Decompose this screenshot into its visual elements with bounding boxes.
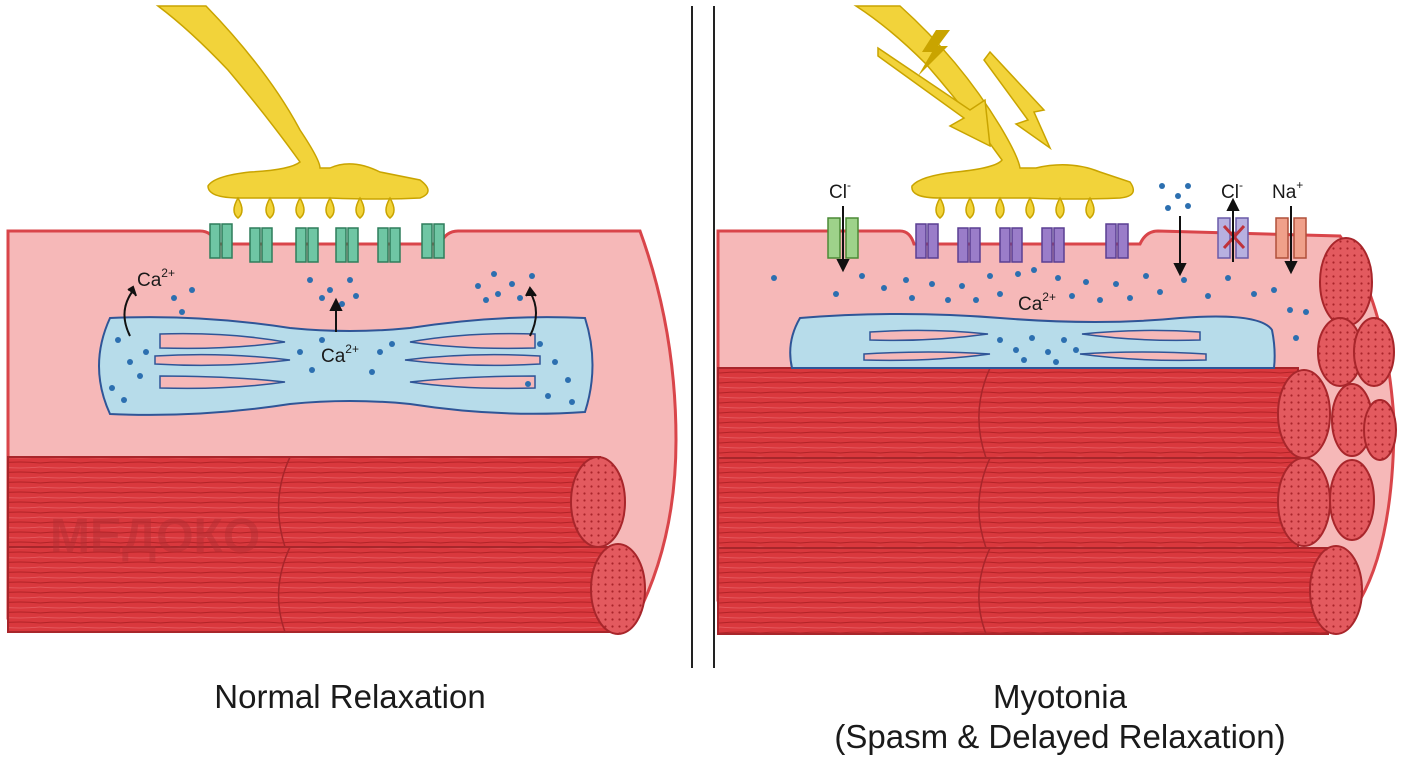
caption-myotonia: Myotonia (Spasm & Delayed Relaxation): [760, 677, 1360, 757]
right-sarcoplasmic-reticulum: [789, 313, 1276, 369]
calcium-label: Ca2+: [321, 342, 359, 367]
right-nerve-terminal: [853, 5, 1135, 219]
left-nerve-terminal: [155, 5, 429, 219]
left-calcium-ions: [171, 271, 535, 315]
fiber-cross-section: [1309, 545, 1363, 635]
lightning-bolt-icon: [918, 30, 950, 76]
ion-flow-arrows: [836, 197, 1298, 277]
fiber-cross-section: [1363, 399, 1397, 461]
watermark: МЕДОКО: [50, 510, 260, 563]
right-muscle-fibers: [717, 237, 1397, 635]
fiber-cross-section: [1277, 457, 1331, 547]
caption-line: Myotonia: [993, 678, 1127, 715]
chloride-label: Cl-: [1221, 178, 1243, 203]
left-sarcoplasmic-reticulum: [98, 316, 594, 416]
fiber-cross-section: [1319, 237, 1373, 327]
blocked-chloride-channel: [1217, 217, 1249, 259]
caption-line: Normal Relaxation: [214, 678, 486, 715]
sodium-channel: [1275, 217, 1307, 259]
fiber-cross-section: [1329, 459, 1375, 541]
fiber-cross-section: [1277, 369, 1331, 459]
right-receptors: [915, 223, 1129, 263]
caption-line: (Spasm & Delayed Relaxation): [834, 718, 1286, 755]
right-calcium-ions: [771, 183, 1309, 341]
caption-normal-relaxation: Normal Relaxation: [100, 677, 600, 717]
left-receptors: [209, 223, 445, 263]
fiber-cross-section: [570, 456, 626, 548]
left-panel: Ca2+ Ca2+ МЕДОКО: [6, 5, 678, 635]
calcium-label: Ca2+: [137, 266, 175, 291]
fiber-cross-section: [1353, 317, 1395, 387]
right-panel: Cl- Cl- Na+ Ca2+: [716, 5, 1397, 635]
calcium-label: Ca2+: [1018, 290, 1056, 315]
left-muscle-fibers: [7, 456, 646, 635]
left-calcium-arrows: [123, 285, 537, 337]
chloride-label: Cl-: [829, 178, 851, 203]
fiber-cross-section: [590, 543, 646, 635]
sodium-label: Na+: [1272, 178, 1303, 203]
chloride-channel: [827, 217, 859, 259]
